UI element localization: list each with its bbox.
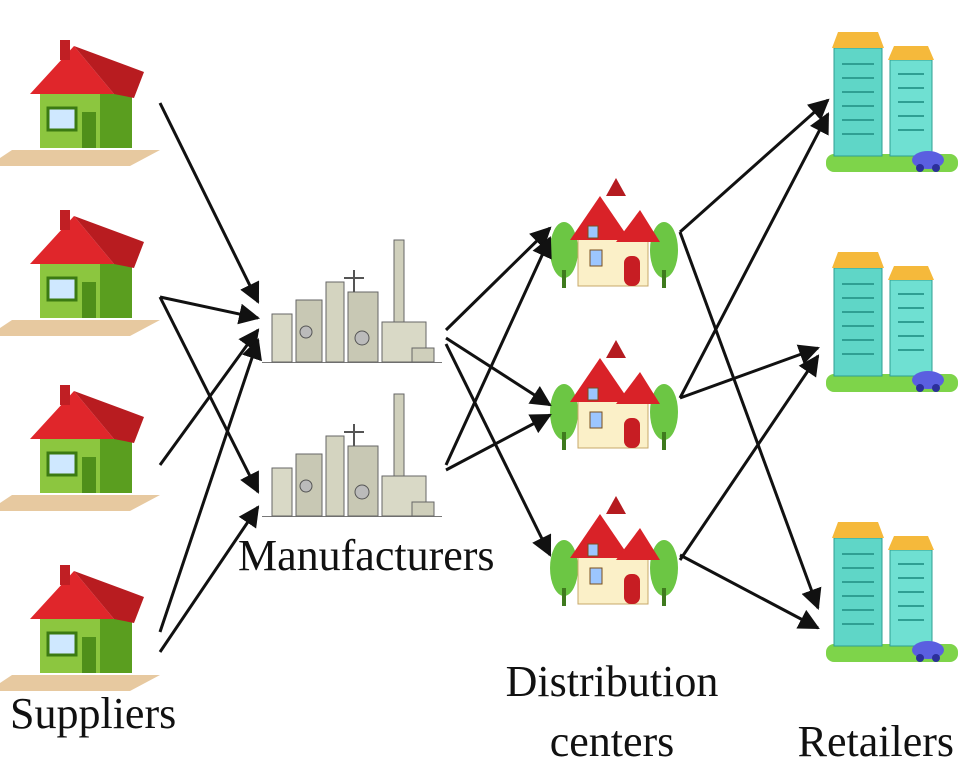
distribution-villa-icon <box>549 177 679 289</box>
arrow <box>678 231 822 610</box>
arrow <box>444 226 552 332</box>
arrow <box>158 102 260 304</box>
retail-building-icon <box>825 521 959 663</box>
arrow <box>679 553 820 630</box>
retail-building-icon <box>825 251 959 393</box>
manufacturers-label: Manufacturers <box>238 531 495 580</box>
distribution-label-line1: Distribution <box>506 657 719 706</box>
arrow <box>444 343 552 557</box>
distribution-villa-icon <box>549 495 679 607</box>
arrow <box>679 344 820 400</box>
supplier-arrows <box>158 102 262 653</box>
distribution-label-line2: centers <box>550 717 675 766</box>
retail-building-icon <box>825 31 959 173</box>
arrow <box>158 296 260 494</box>
arrow <box>158 328 260 466</box>
arrow <box>159 295 261 325</box>
arrow <box>158 338 262 633</box>
arrow <box>678 354 820 561</box>
manufacturer-arrows <box>444 226 552 557</box>
supplier-house-icon <box>0 383 162 513</box>
distribution-villa-icon <box>549 339 679 451</box>
arrow <box>445 413 552 472</box>
distribution-arrows <box>678 98 830 630</box>
arrow <box>445 336 552 407</box>
arrow <box>679 98 830 234</box>
factory-icon <box>261 393 443 518</box>
arrow <box>444 236 552 466</box>
retailers-label: Retailers <box>798 717 954 766</box>
arrow <box>158 505 260 653</box>
supplier-house-icon <box>0 208 162 338</box>
suppliers-label: Suppliers <box>10 689 176 738</box>
supplier-house-icon <box>0 38 162 168</box>
arrow <box>678 112 830 399</box>
supplier-house-icon <box>0 563 162 693</box>
factory-icon <box>261 239 443 364</box>
